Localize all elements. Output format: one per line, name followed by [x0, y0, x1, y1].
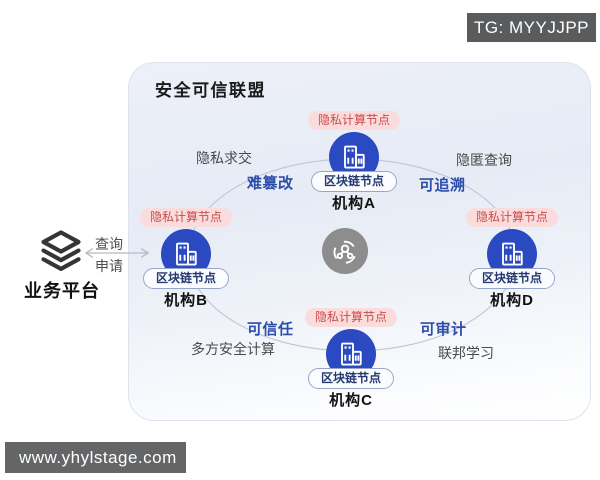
org-node-b: 隐私计算节点 区块链节点 机构B [116, 208, 256, 309]
apply-label: 申请 [95, 258, 123, 274]
edge-label-traceable: 可追溯 [419, 177, 466, 194]
org-node-d: 隐私计算节点 区块链节点 机构D [442, 208, 582, 309]
org-name: 机构B [164, 292, 208, 309]
business-platform-label: 业务平台 [24, 281, 100, 301]
privacy-compute-badge: 隐私计算节点 [307, 111, 401, 130]
alliance-hub [322, 228, 368, 274]
organization-building-icon [502, 242, 523, 266]
blockchain-node-badge: 区块链节点 [307, 368, 395, 389]
org-node-a: 隐私计算节点 区块链节点 机构A [284, 111, 424, 212]
watermark-website: www.yhylstage.com [5, 442, 186, 473]
blockchain-node-badge: 区块链节点 [310, 171, 398, 192]
network-hub-icon [333, 240, 357, 264]
blockchain-node-badge: 区块链节点 [468, 268, 556, 289]
privacy-compute-badge: 隐私计算节点 [304, 308, 398, 327]
edge-label-anonymous-query: 隐匿查询 [456, 152, 512, 168]
privacy-compute-badge: 隐私计算节点 [465, 208, 559, 227]
edge-label-trustable: 可信任 [247, 321, 294, 338]
organization-building-icon [344, 145, 365, 169]
org-name: 机构D [490, 292, 534, 309]
org-name: 机构A [332, 195, 376, 212]
privacy-compute-badge: 隐私计算节点 [139, 208, 233, 227]
blockchain-node-badge: 区块链节点 [142, 268, 230, 289]
edge-label-tamper-proof: 难篡改 [247, 175, 294, 192]
query-label: 查询 [95, 236, 123, 252]
edge-label-mpc: 多方安全计算 [191, 341, 275, 357]
org-name: 机构C [329, 392, 373, 409]
edge-label-auditable: 可审计 [420, 321, 467, 338]
edge-label-privacy-intersection: 隐私求交 [196, 150, 252, 166]
edge-label-federated-learning: 联邦学习 [438, 345, 494, 361]
organization-building-icon [176, 242, 197, 266]
alliance-title: 安全可信联盟 [155, 81, 266, 100]
organization-building-icon [341, 342, 362, 366]
watermark-telegram: TG: MYYJJPP [467, 13, 596, 42]
org-node-c: 隐私计算节点 区块链节点 机构C [281, 308, 421, 409]
layers-stack-icon [41, 230, 81, 271]
